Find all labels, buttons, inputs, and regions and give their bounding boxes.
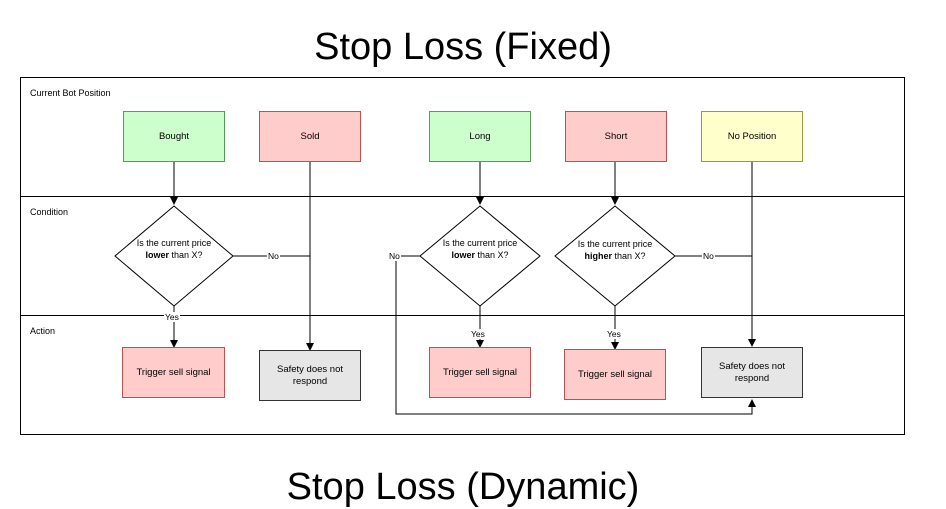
- condition-diamond-1: [114, 205, 234, 307]
- lane-label-action: Action: [30, 326, 56, 336]
- condition-text-3-post: than X?: [611, 250, 646, 261]
- condition-text-2-post: than X?: [474, 249, 509, 260]
- position-short[interactable]: Short: [565, 111, 667, 162]
- edge-no-loop-to-safety: [395, 255, 756, 415]
- condition-text-3: Is the current price higher than X?: [569, 239, 661, 262]
- condition-text-2-bold: lower: [451, 249, 475, 260]
- condition-text-1: Is the current price lower than X?: [130, 238, 218, 261]
- action-safety-2[interactable]: Safety does not respond: [701, 347, 803, 398]
- lane-label-condition: Condition: [30, 207, 69, 217]
- position-sold[interactable]: Sold: [259, 111, 361, 162]
- action-trigger-sell-3[interactable]: Trigger sell signal: [564, 349, 666, 400]
- position-none[interactable]: No Position: [701, 111, 803, 162]
- page-title: Stop Loss (Fixed): [314, 26, 612, 68]
- condition-text-1-bold: lower: [145, 249, 169, 260]
- next-section-title: Stop Loss (Dynamic): [286, 466, 640, 508]
- position-bought[interactable]: Bought: [123, 111, 225, 162]
- action-trigger-sell-1[interactable]: Trigger sell signal: [122, 347, 225, 398]
- condition-text-1-pre: Is the current price: [136, 238, 212, 248]
- condition-diamond-2: [419, 205, 541, 307]
- condition-diamond-3: [554, 205, 676, 307]
- condition-text-2-pre: Is the current price: [442, 238, 518, 248]
- edge-label-no-2: No: [388, 251, 401, 261]
- edge-label-yes-1: Yes: [164, 312, 180, 322]
- action-trigger-sell-2[interactable]: Trigger sell signal: [429, 347, 531, 398]
- condition-text-3-pre: Is the current price: [577, 239, 653, 249]
- edge-label-no-1: No: [267, 251, 280, 261]
- edge-label-yes-2: Yes: [470, 329, 486, 339]
- condition-text-1-post: than X?: [168, 249, 203, 260]
- condition-text-2: Is the current price lower than X?: [436, 238, 524, 261]
- condition-text-3-bold: higher: [584, 250, 612, 261]
- action-safety-1[interactable]: Safety does not respond: [259, 350, 361, 401]
- edge-label-yes-3: Yes: [606, 329, 622, 339]
- position-long[interactable]: Long: [429, 111, 531, 162]
- lane-label-position: Current Bot Position: [30, 88, 111, 98]
- edge-label-no-3: No: [702, 251, 715, 261]
